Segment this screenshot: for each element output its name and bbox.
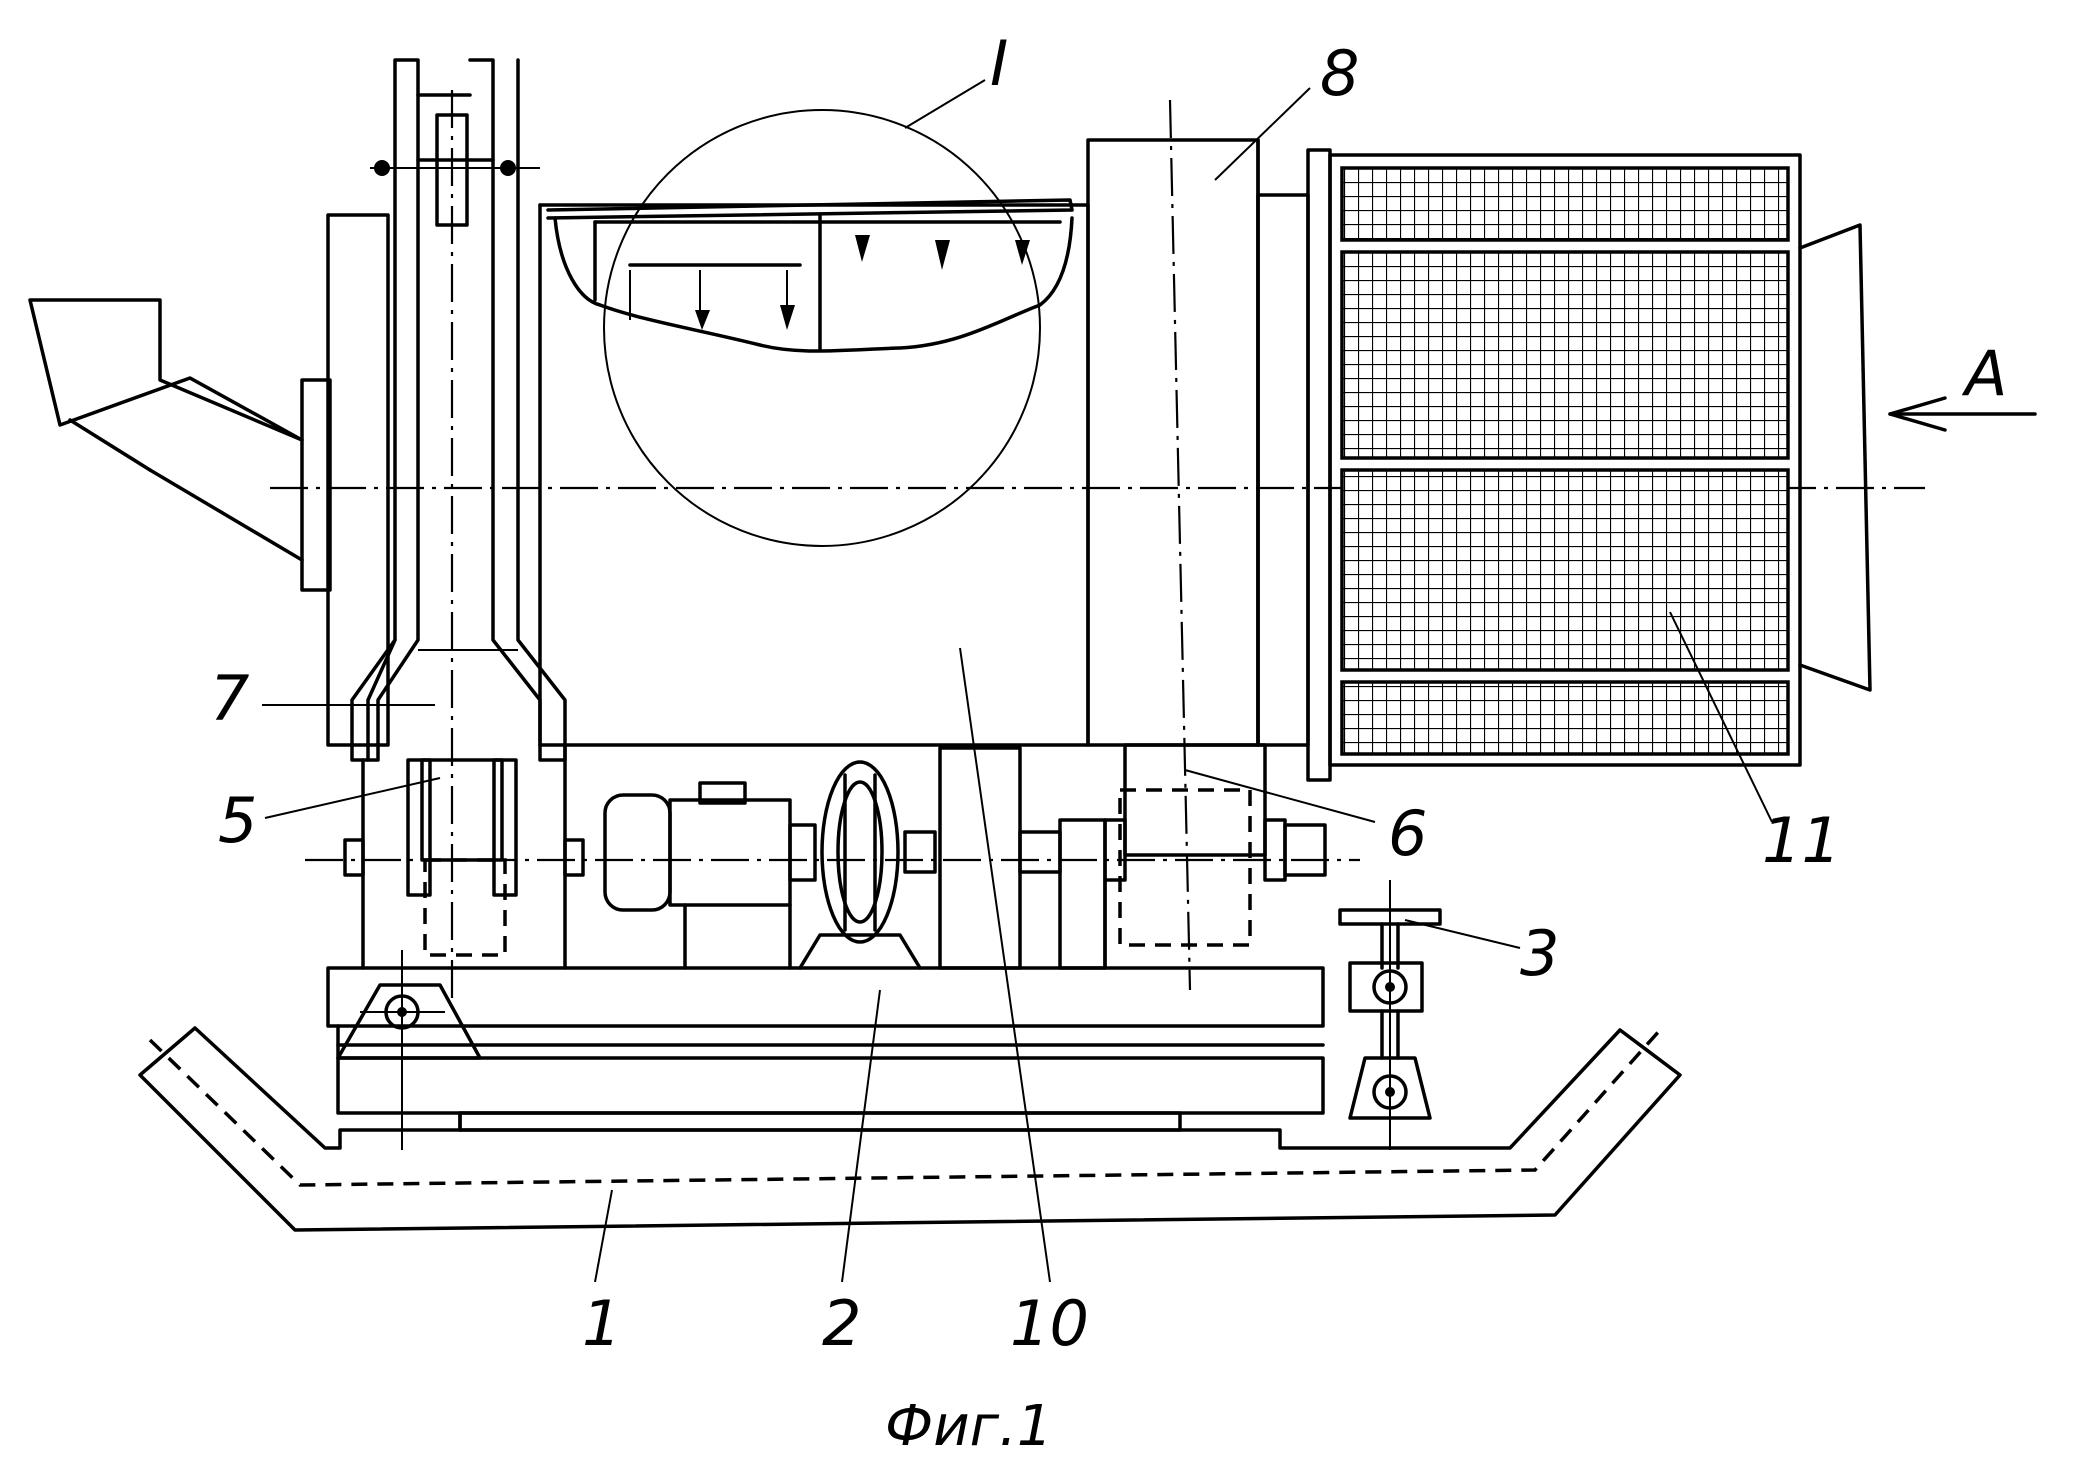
feed-chute	[30, 300, 302, 560]
label-1: 1	[582, 1287, 621, 1360]
label-10: 10	[1010, 1287, 1089, 1360]
figure-caption: Фиг.1	[885, 1394, 1052, 1459]
label-a: A	[1961, 337, 2007, 410]
label-3: 3	[1520, 917, 1559, 990]
drive-assembly	[305, 748, 1360, 968]
label-detail-i: I	[990, 27, 1008, 100]
view-arrow-a	[1890, 398, 2035, 430]
tilt-jack	[1340, 880, 1440, 1150]
base-frame	[328, 950, 1323, 1150]
fan-housing	[1088, 100, 1325, 990]
label-11: 11	[1762, 804, 1841, 877]
label-6: 6	[1388, 797, 1427, 870]
label-5: 5	[218, 784, 257, 857]
label-7: 7	[210, 662, 249, 735]
screen-cylinder	[1308, 150, 1870, 780]
label-8: 8	[1320, 37, 1359, 110]
label-2: 2	[822, 1287, 861, 1360]
